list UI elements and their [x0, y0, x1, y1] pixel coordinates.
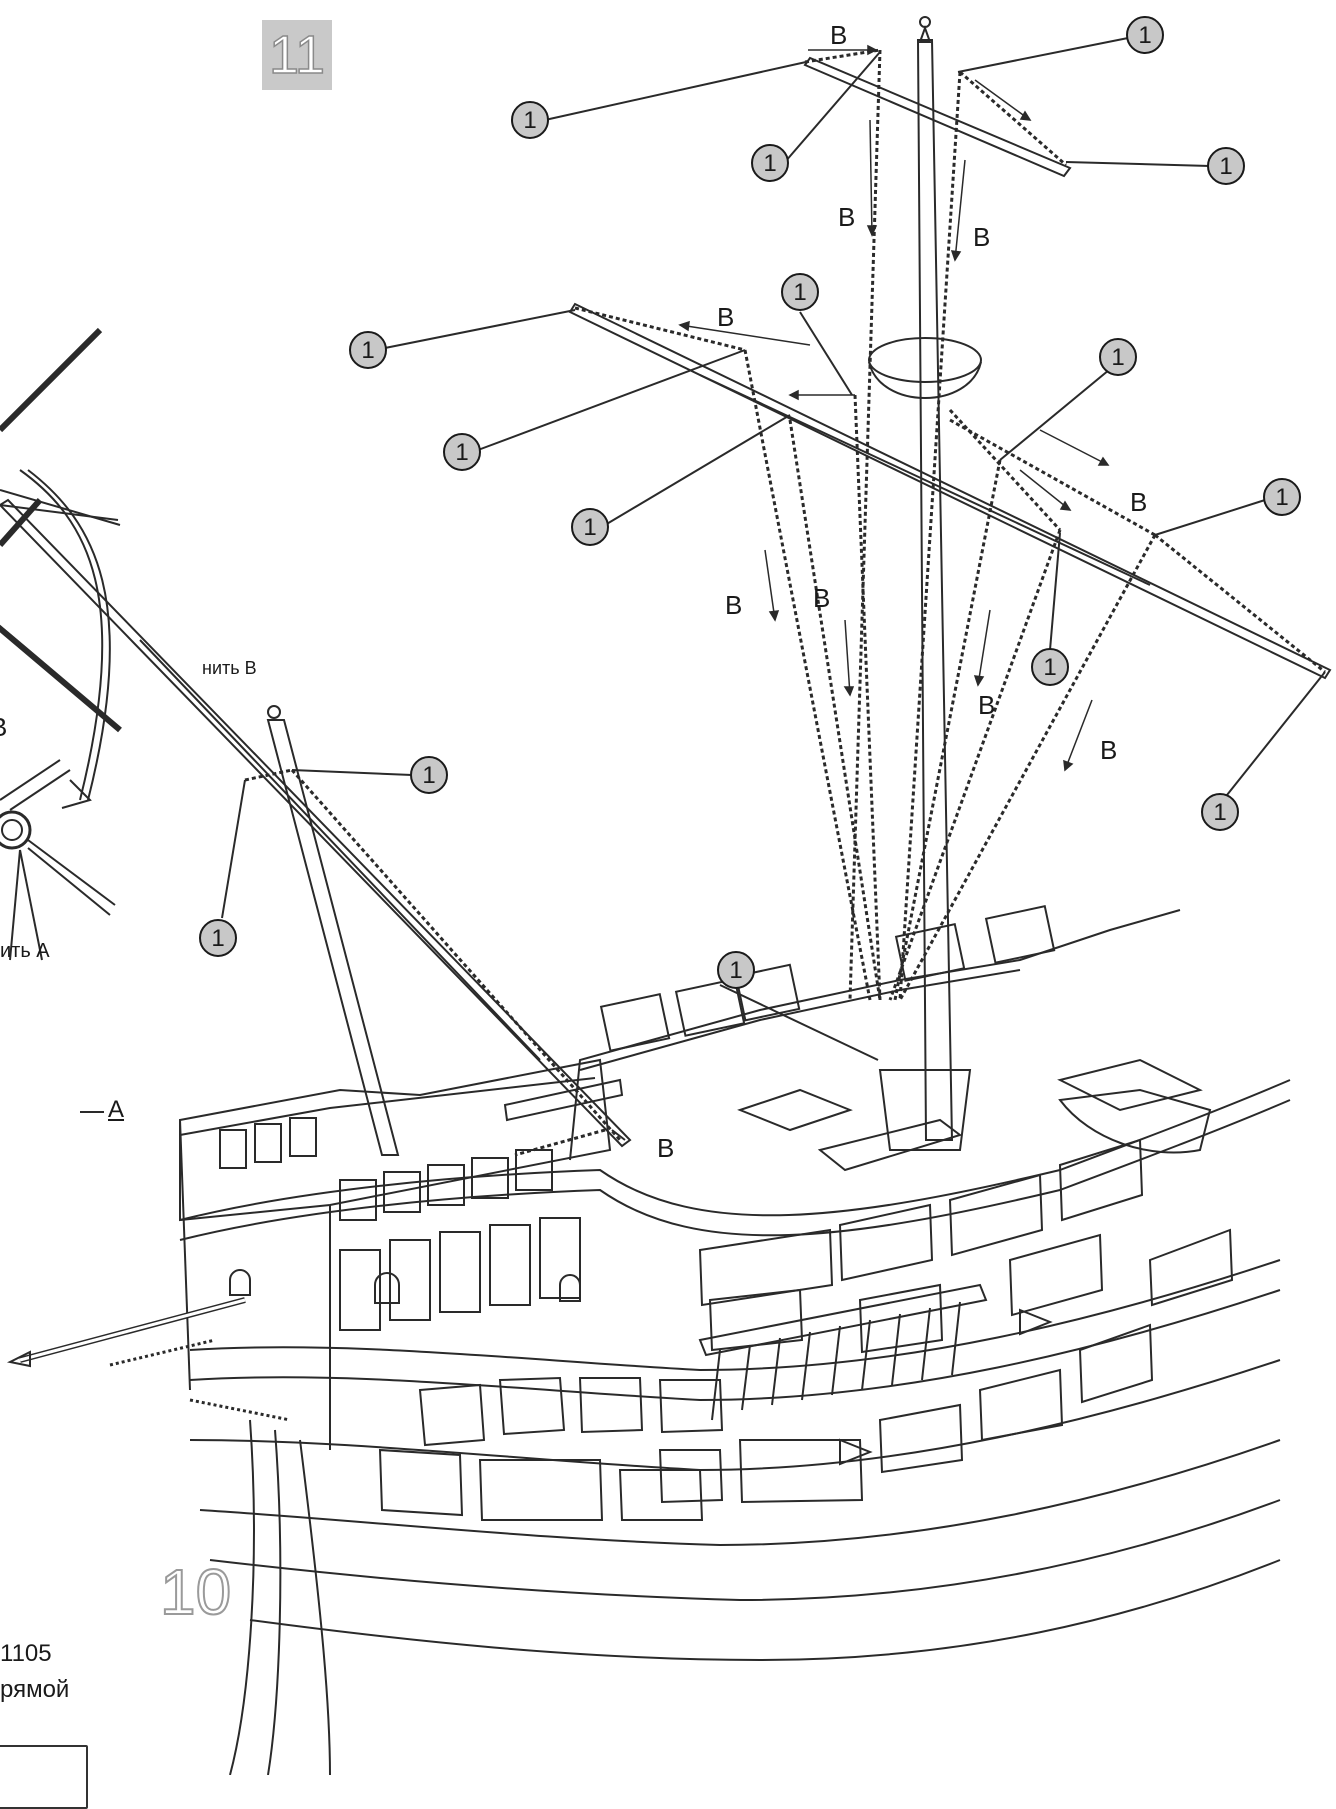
callout-label: 1 — [361, 337, 374, 364]
callout-1 — [1126, 16, 1164, 54]
forecastle-panels — [219, 1117, 581, 1331]
callout-1 — [199, 919, 237, 957]
pin-rails — [503, 1078, 988, 1421]
thread-b-label: B — [657, 1133, 675, 1163]
thread-b-label: B — [973, 222, 991, 252]
thread-b-partial-label: B — [0, 712, 7, 743]
callout-label: 1 — [1111, 344, 1124, 371]
callout-1 — [511, 101, 549, 139]
callout-label: 1 — [1138, 22, 1151, 49]
callout-leaders — [221, 37, 1326, 1141]
callout-label: 1 — [455, 439, 468, 466]
callout-label: 1 — [1219, 153, 1232, 180]
bulwark-panels — [599, 905, 1056, 1052]
callout-label: 1 — [793, 279, 806, 306]
callout-label: 1 — [211, 925, 224, 952]
callout-label: 1 — [422, 762, 435, 789]
callout-1 — [349, 331, 387, 369]
callout-label: 1 — [729, 957, 742, 984]
thread-b-label: B — [1130, 487, 1148, 517]
detail-inset — [0, 327, 123, 1113]
part-sample-box — [0, 1745, 88, 1809]
previous-step-number: 10 — [159, 1555, 232, 1629]
thread-b-label: B — [813, 583, 831, 613]
callout-1 — [571, 508, 609, 546]
callout-1 — [1263, 478, 1301, 516]
callout-1 — [1099, 338, 1137, 376]
callout-1 — [1031, 648, 1069, 686]
thread-b-label: B — [717, 302, 735, 332]
thread-a-partial-label: ить A — [0, 940, 50, 962]
rigging-lines — [244, 48, 1326, 1157]
callout-1 — [717, 951, 755, 989]
part-description-text: рямой — [0, 1676, 70, 1703]
callout-1 — [1207, 147, 1245, 185]
callout-1 — [1201, 793, 1239, 831]
callout-label: 1 — [583, 514, 596, 541]
thread-b-note: нить B — [202, 650, 257, 681]
hull-panels — [378, 1138, 1234, 1521]
callout-label: 1 — [1275, 484, 1288, 511]
thread-b-label: B — [725, 590, 743, 620]
direction-arrows — [678, 44, 1110, 772]
callout-label: 1 — [1043, 654, 1056, 681]
foremast — [0, 498, 632, 1156]
callout-1 — [443, 433, 481, 471]
part-number-text: 1105 — [0, 1640, 52, 1667]
hull — [6, 905, 1291, 1775]
callout-1 — [410, 756, 448, 794]
callout-1 — [781, 273, 819, 311]
thread-b-label: B — [830, 20, 848, 50]
callout-label: 1 — [1213, 799, 1226, 826]
thread-b-label: B — [1100, 735, 1118, 765]
main-yard — [568, 302, 1332, 680]
thread-b-text: нить B — [202, 658, 257, 678]
step-number-badge: 11 — [262, 20, 332, 90]
callout-label: 1 — [763, 150, 776, 177]
callout-label: 1 — [523, 107, 536, 134]
thread-b-label: B — [978, 690, 996, 720]
callout-1 — [751, 144, 789, 182]
thread-b-label: B — [838, 202, 856, 232]
marker-a-label: A — [108, 1096, 125, 1123]
